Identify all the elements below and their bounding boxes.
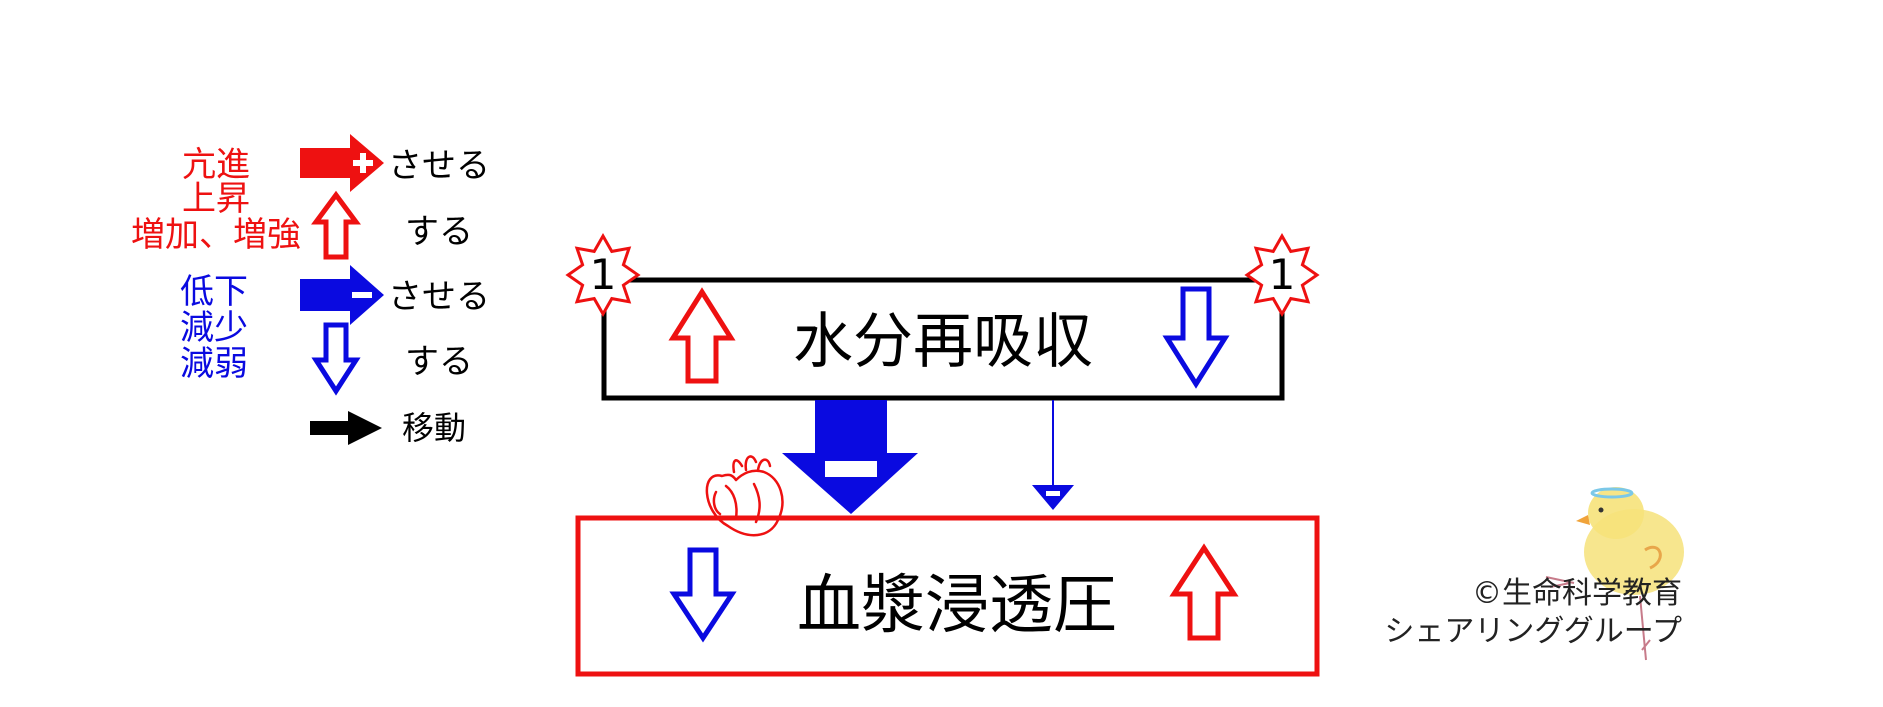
legend-blue-term-3: 減弱 [180, 344, 248, 384]
legend-red-term-2: 上昇 [182, 179, 250, 219]
burst-number-right: 1 [1269, 250, 1296, 299]
legend: 亢進 上昇 増加、増強 させる する 低下 減少 減弱 させる する [131, 134, 490, 447]
heart-icon [705, 455, 784, 537]
legend-red-term-3: 増加、増強 [131, 215, 301, 255]
plus-arrow-icon [300, 134, 384, 192]
legend-blue-term-1: 低下 [180, 272, 248, 312]
up-arrow-icon [668, 287, 736, 384]
legend-causative-label-blue: させる [388, 277, 490, 317]
legend-move-label: 移動 [402, 409, 466, 447]
starburst-icon: 1 [1244, 232, 1320, 318]
legend-blue-term-2: 減少 [180, 308, 248, 348]
burst-number-left: 1 [590, 250, 617, 299]
move-arrow-icon [310, 411, 382, 445]
credit: ©生命科学教育 シェアリンググループ [1384, 576, 1682, 649]
up-arrow-icon [311, 190, 361, 260]
plasma-osmotic-pressure-label: 血漿浸透圧 [797, 569, 1117, 643]
credit-line-2: シェアリンググループ [1384, 614, 1682, 649]
down-arrow-icon [311, 322, 361, 396]
legend-verb-label-red: する [405, 212, 473, 252]
legend-verb-label-blue: する [405, 342, 473, 382]
big-minus-down-arrow [782, 400, 918, 514]
starburst-icon: 1 [565, 232, 641, 318]
water-reabsorption-box: 水分再吸収 [601, 277, 1285, 401]
legend-causative-label-red: させる [388, 146, 490, 186]
water-reabsorption-label: 水分再吸収 [793, 307, 1093, 377]
chick-icon [1545, 487, 1684, 661]
down-arrow-icon [1162, 286, 1230, 389]
legend-red-term-1: 亢進 [182, 145, 250, 185]
plasma-osmotic-pressure-box: 血漿浸透圧 [575, 515, 1320, 677]
small-minus-down-arrow [1032, 400, 1074, 510]
credit-line-1: ©生命科学教育 [1472, 576, 1682, 611]
up-arrow-icon [1169, 543, 1239, 641]
down-arrow-icon [669, 547, 737, 643]
minus-arrow-icon [300, 265, 384, 325]
